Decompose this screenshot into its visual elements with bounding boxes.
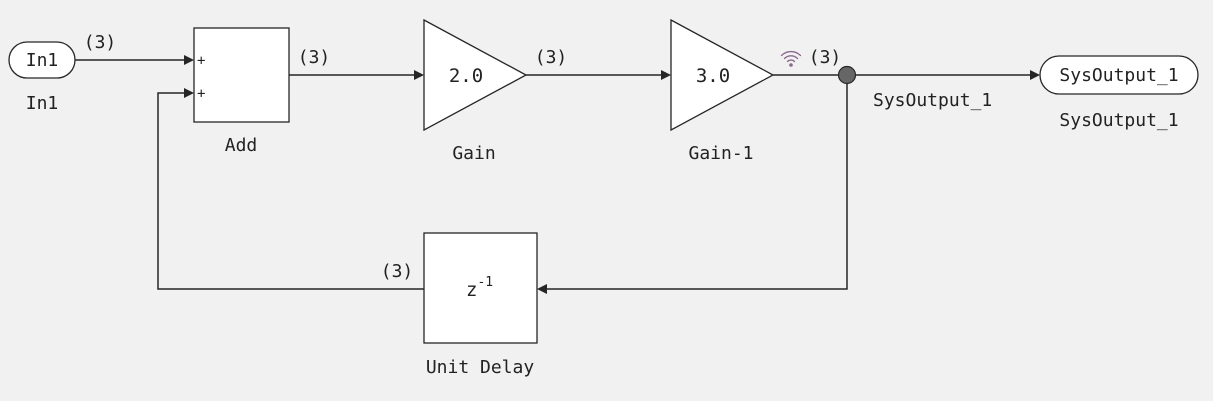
gain1-block[interactable]: 3.0 (670, 18, 775, 132)
add-input-sign-1: + (197, 53, 205, 69)
gain-block[interactable]: 2.0 (423, 18, 528, 132)
arrowhead (414, 70, 424, 80)
signal-name-label[interactable]: SysOutput_1 (873, 90, 992, 111)
signal-dimension-label: (3) (809, 47, 842, 68)
gain-block-label[interactable]: Gain (452, 143, 495, 164)
inport-block-text: In1 (26, 50, 59, 71)
add-block-label[interactable]: Add (225, 135, 258, 156)
arrowhead (537, 284, 547, 294)
signal-delay-to-add[interactable] (157, 88, 424, 290)
outport-block-label[interactable]: SysOutput_1 (1059, 110, 1178, 131)
gain1-block-value: 3.0 (696, 65, 730, 87)
arrowhead (184, 55, 194, 65)
gain1-block-label[interactable]: Gain-1 (688, 143, 753, 164)
gain-block-value: 2.0 (449, 65, 483, 87)
wireless-signal-icon[interactable] (780, 50, 802, 67)
signal-dimension-label: (3) (535, 47, 568, 68)
unit-delay-block-label[interactable]: Unit Delay (426, 357, 535, 378)
outport-block-sysoutput[interactable]: SysOutput_1 (1039, 55, 1199, 95)
inport-block-label[interactable]: In1 (26, 93, 59, 114)
outport-block-text: SysOutput_1 (1059, 65, 1178, 86)
unit-delay-block[interactable]: z-1 (423, 232, 538, 344)
inport-block-in1[interactable]: In1 (8, 41, 76, 79)
signal-gain1-to-sysoutput[interactable] (773, 70, 1040, 80)
arrowhead (661, 70, 671, 80)
branch-point-icon[interactable] (837, 65, 857, 85)
signal-gain-to-gain1[interactable] (526, 70, 671, 80)
unit-delay-block-symbol: z-1 (466, 275, 493, 301)
add-block[interactable]: + + (193, 27, 290, 123)
signal-dimension-label: (3) (298, 47, 331, 68)
arrowhead (1030, 70, 1040, 80)
signal-add-to-gain[interactable] (289, 70, 424, 80)
signal-feedback-to-delay[interactable] (537, 75, 848, 294)
signal-dimension-label: (3) (84, 32, 117, 53)
signal-dimension-label: (3) (381, 261, 414, 282)
add-input-sign-2: + (197, 86, 205, 102)
signal-in1-to-add[interactable] (75, 55, 194, 65)
arrowhead (184, 88, 194, 98)
